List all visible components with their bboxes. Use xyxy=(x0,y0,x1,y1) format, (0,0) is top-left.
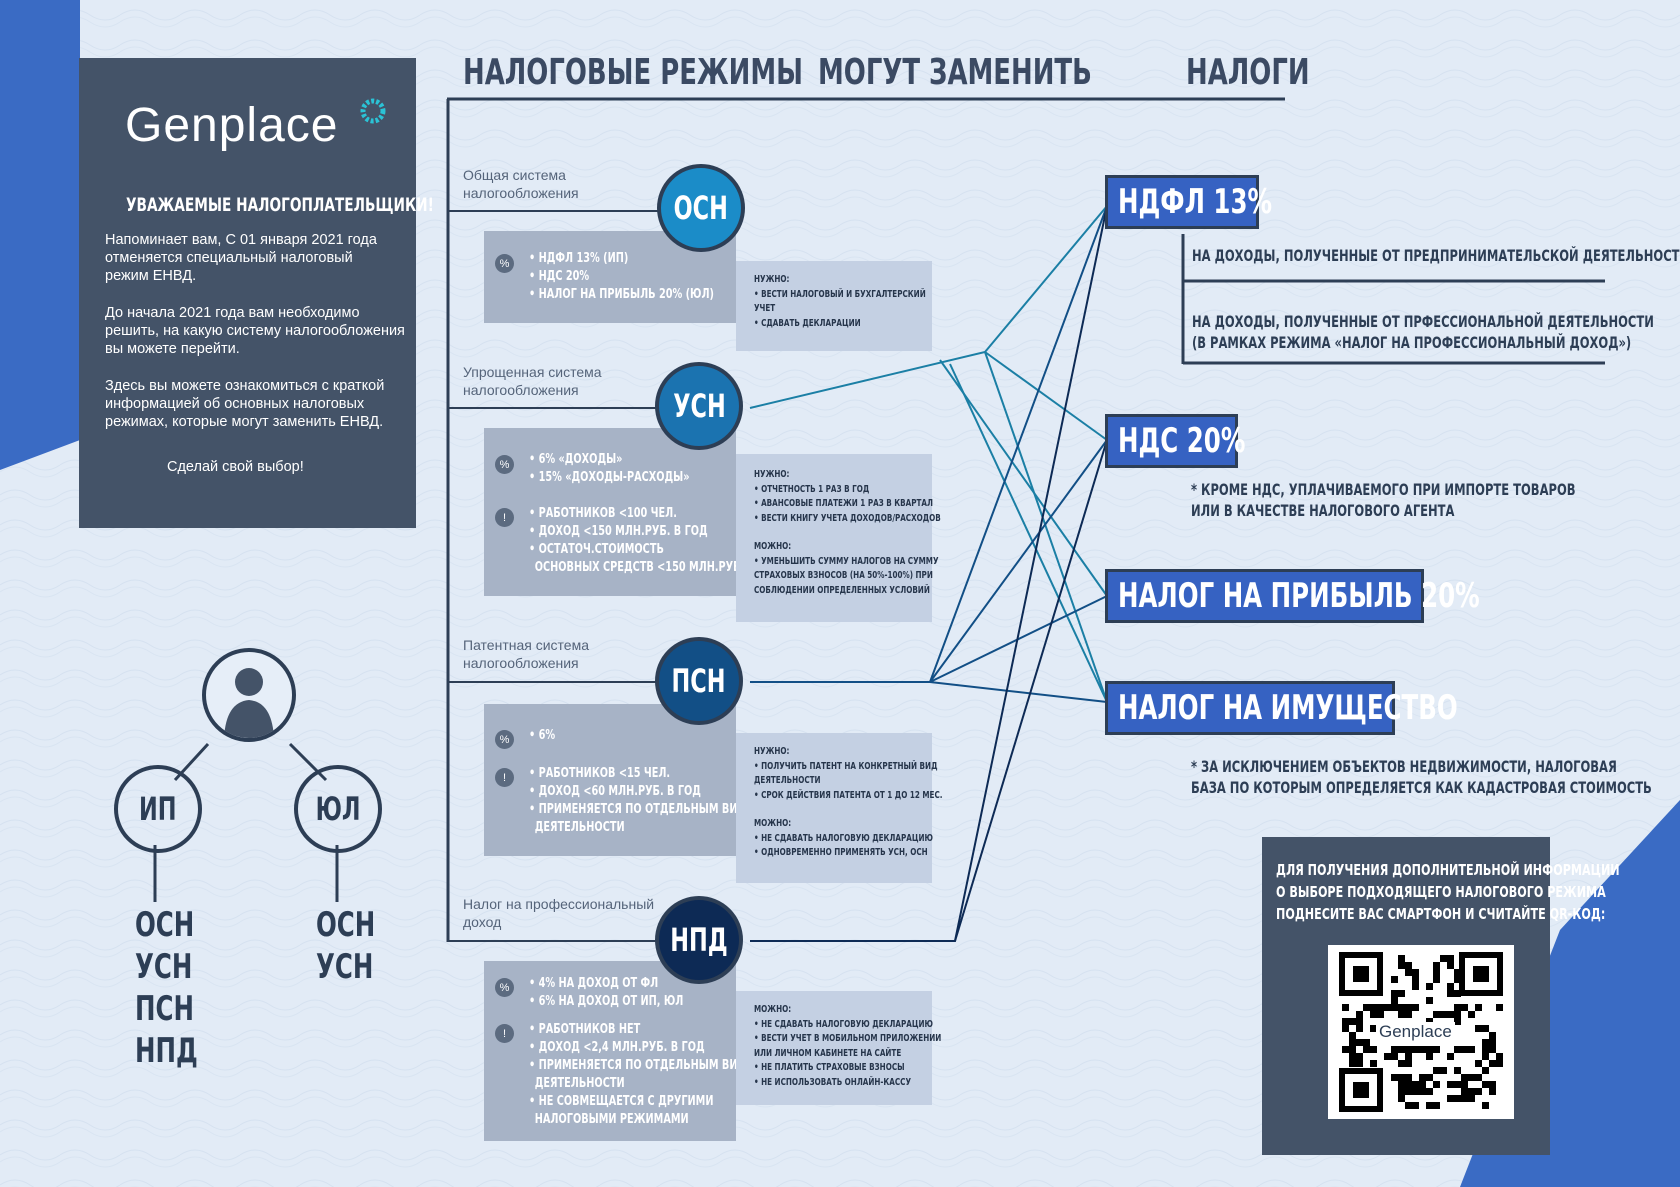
warning-icon: ! xyxy=(495,1024,514,1043)
person-avatar xyxy=(202,648,296,742)
intro-cta: Сделай свой выбор! xyxy=(167,459,304,475)
header-taxes: НАЛОГИ xyxy=(1186,52,1310,93)
regime-notes-npd: МОЖНО:• НЕ СДАВАТЬ НАЛОГОВУЮ ДЕКЛАРАЦИЮ•… xyxy=(736,991,941,1105)
regime-circle-usn[interactable]: УСН xyxy=(655,362,743,450)
tax-property-desc: * ЗА ИСКЛЮЧЕНИЕМ ОБЪЕКТОВ НЕДВИЖИМОСТИ, … xyxy=(1191,757,1652,797)
percent-icon: % xyxy=(495,455,514,474)
intro-title: УВАЖАЕМЫЕ НАЛОГОПЛАТЕЛЬЩИКИ! xyxy=(126,194,434,216)
tax-profit[interactable]: НАЛОГ НА ПРИБЫЛЬ 20% xyxy=(1105,569,1480,623)
qr-pattern xyxy=(1339,952,1503,1112)
tax-ndfl-desc-1: НА ДОХОДЫ, ПОЛУЧЕННЫЕ ОТ ПРЕДПРИНИМАТЕЛЬ… xyxy=(1192,246,1680,265)
person-tree xyxy=(153,742,339,902)
logo-star-icon xyxy=(360,98,386,124)
qr-brand: Genplace xyxy=(1376,1022,1455,1042)
regime-rates-psn: % • 6% ! • РАБОТНИКОВ <15 ЧЕЛ.• ДОХОД <6… xyxy=(484,704,763,856)
intro-panel: Genplace УВАЖАЕМЫЕ НАЛОГОПЛАТЕЛЬЩИКИ! На… xyxy=(79,58,434,528)
tax-nds[interactable]: НДС 20% xyxy=(1105,414,1245,468)
regime-notes-psn: НУЖНО:• ПОЛУЧИТЬ ПАТЕНТ НА КОНКРЕТНЫЙ ВИ… xyxy=(736,733,942,883)
warning-icon: ! xyxy=(495,508,514,527)
header-replace: МОГУТ ЗАМЕНИТЬ xyxy=(818,52,1092,93)
tax-nds-desc: * КРОМЕ НДС, УПЛАЧИВАЕМОГО ПРИ ИМПОРТЕ Т… xyxy=(1191,480,1576,520)
tax-ndfl[interactable]: НДФЛ 13% xyxy=(1105,175,1272,229)
warning-icon: ! xyxy=(495,768,514,787)
person-ip: ИП xyxy=(114,765,202,853)
tax-property[interactable]: НАЛОГ НА ИМУЩЕСТВО xyxy=(1105,681,1458,735)
person-icon xyxy=(224,668,274,738)
header-regimes: НАЛОГОВЫЕ РЕЖИМЫ xyxy=(463,52,803,93)
corner-tl-shape xyxy=(0,0,80,470)
regime-circle-npd[interactable]: НПД xyxy=(655,896,743,984)
percent-icon: % xyxy=(495,254,514,273)
person-ul: ЮЛ xyxy=(294,765,382,853)
percent-icon: % xyxy=(495,730,514,749)
regime-notes-usn: НУЖНО:• ОТЧЕТНОСТЬ 1 РАЗ В ГОД• АВАНСОВЫ… xyxy=(736,454,941,622)
qr-code[interactable]: Genplace xyxy=(1328,945,1514,1119)
percent-icon: % xyxy=(495,978,514,997)
regime-rates-usn: % • 6% «ДОХОДЫ»• 15% «ДОХОДЫ-РАСХОДЫ» ! … xyxy=(484,428,744,596)
regime-circle-psn[interactable]: ПСН xyxy=(655,637,743,725)
tax-ndfl-desc-2: НА ДОХОДЫ, ПОЛУЧЕННЫЕ ОТ ПРФЕССИОНАЛЬНОЙ… xyxy=(1192,312,1654,352)
regime-circle-osn[interactable]: ОСН xyxy=(657,164,745,252)
regime-rates-npd: % • 4% НА ДОХОД ОТ ФЛ• 6% НА ДОХОД ОТ ИП… xyxy=(484,961,763,1141)
brand-logo: Genplace xyxy=(125,99,339,152)
